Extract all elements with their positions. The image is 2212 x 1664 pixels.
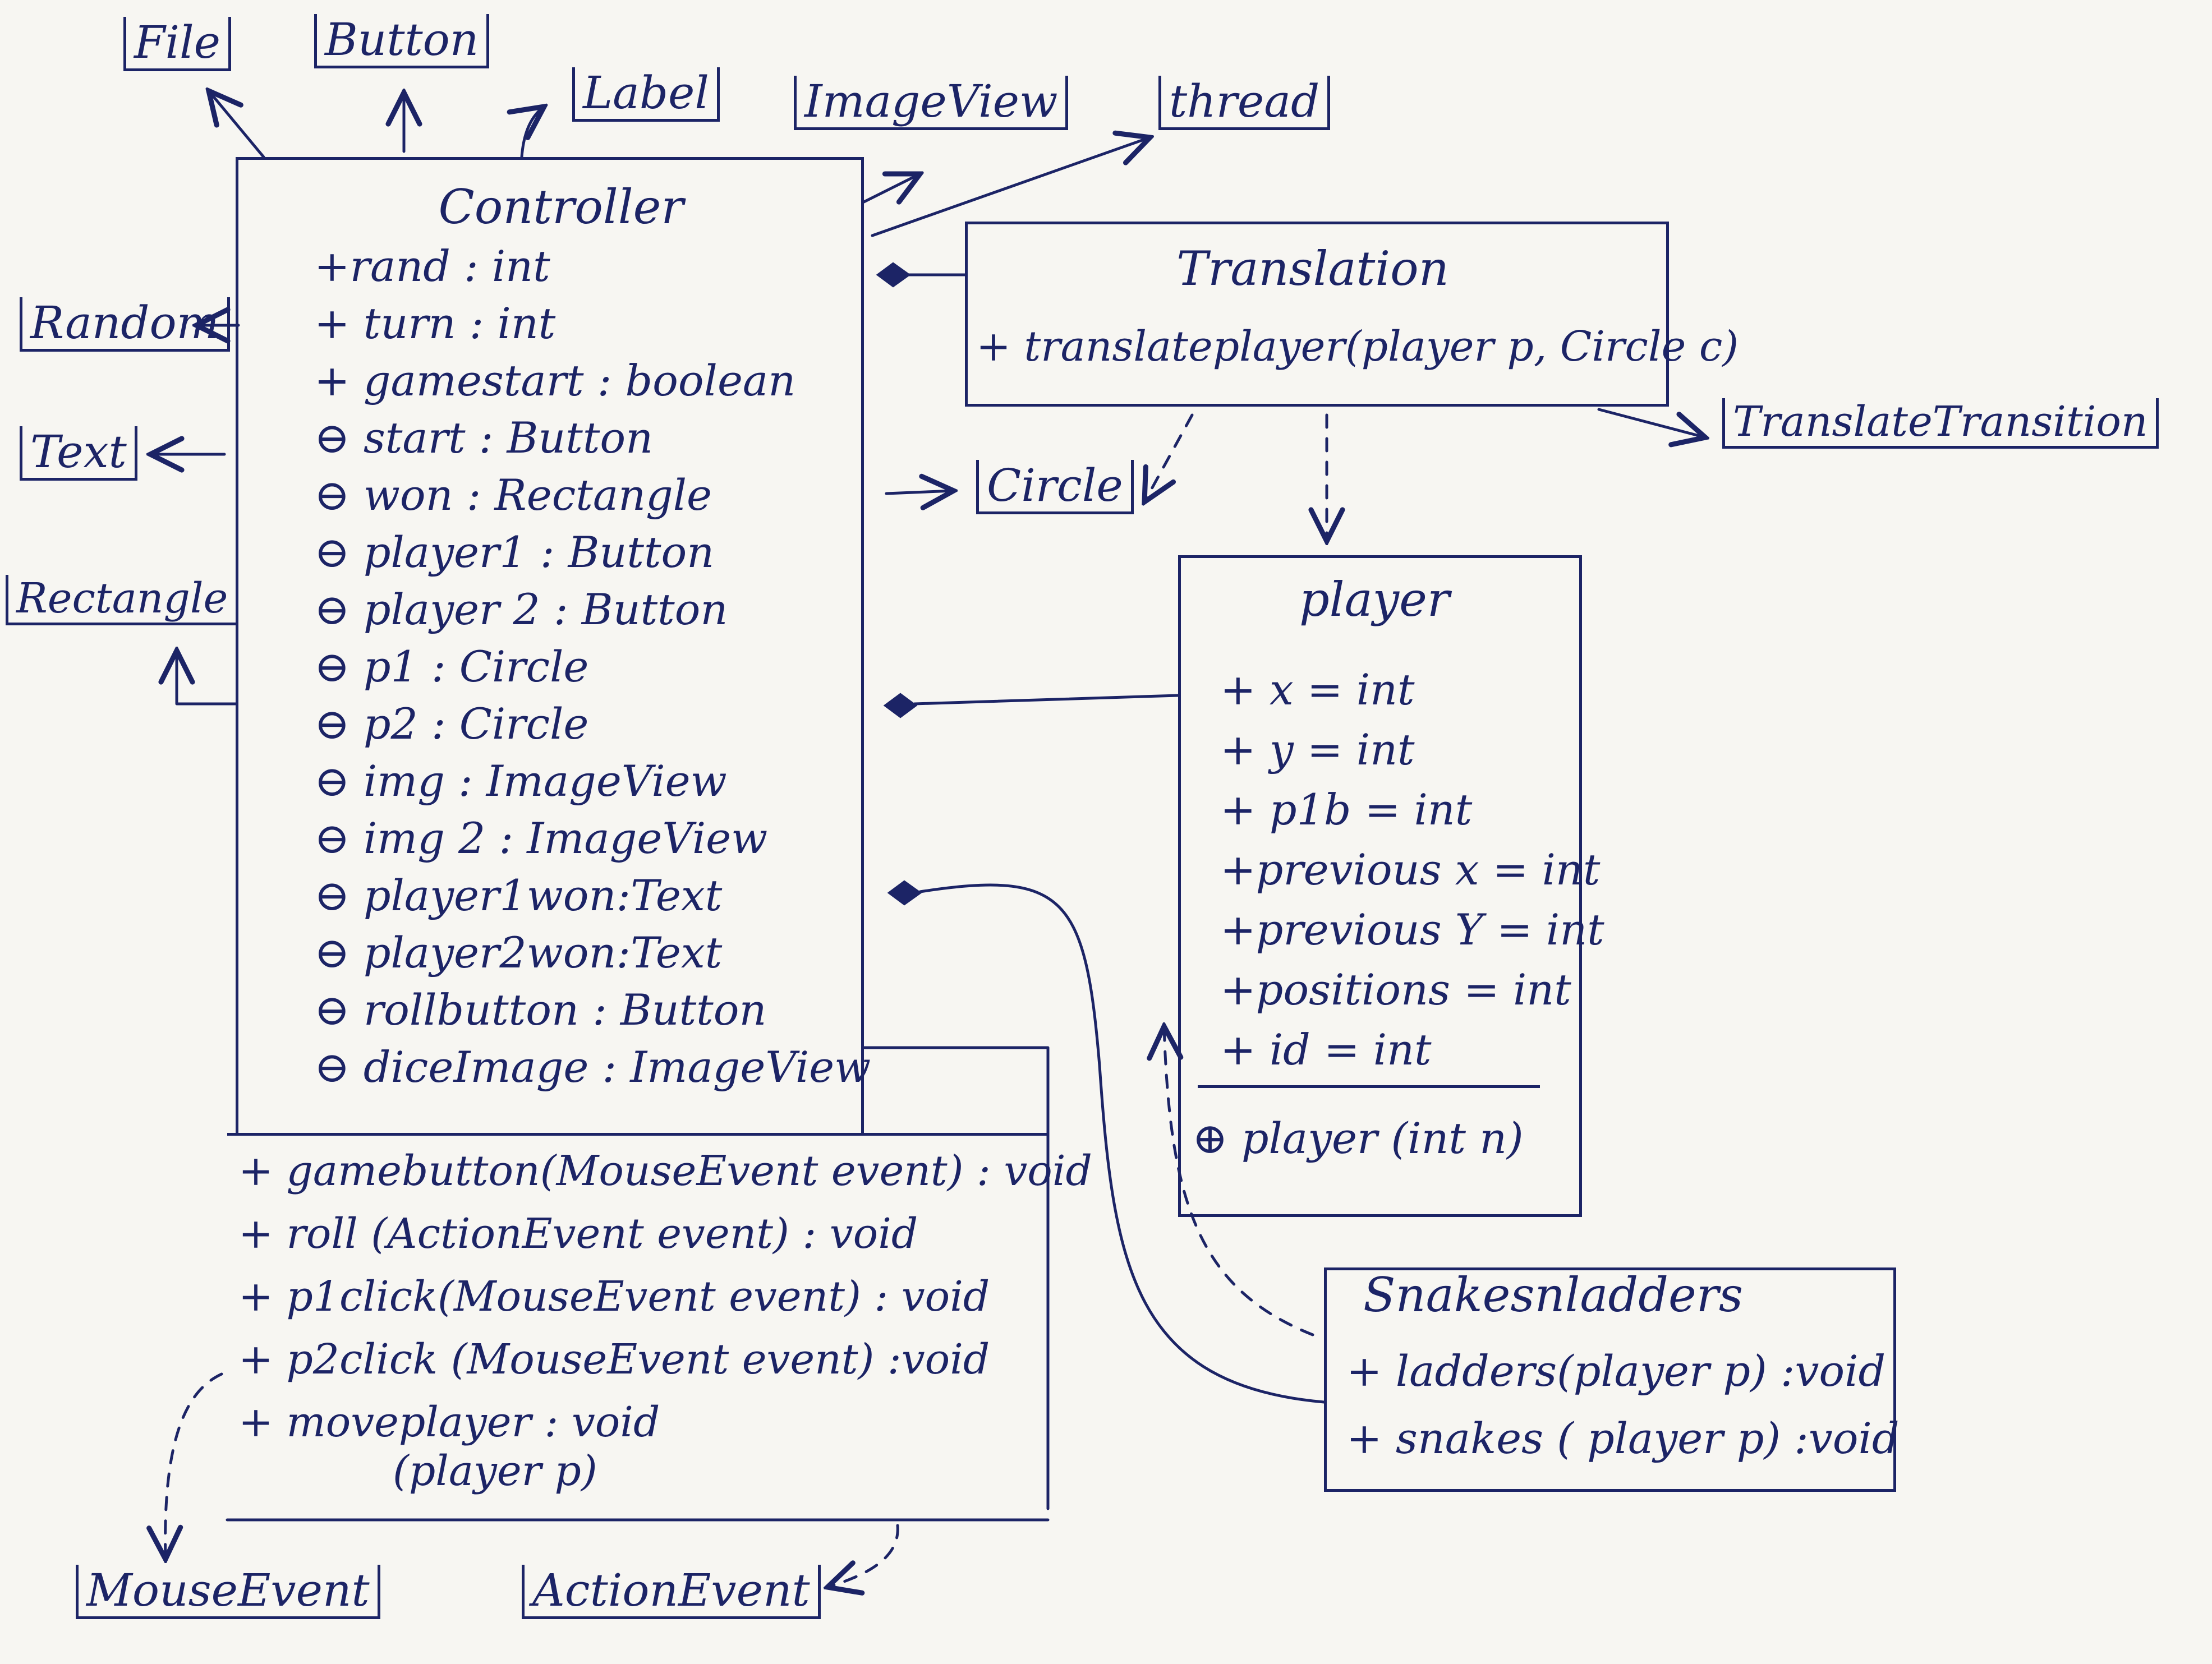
- lib-translate-transition: TranslateTransition: [1722, 398, 2159, 449]
- controller-title: Controller: [438, 179, 684, 234]
- lib-button: Button: [314, 14, 490, 68]
- lib-label: Label: [572, 67, 720, 122]
- controller-attribute-item: ⊖ player 2 : Button: [314, 584, 728, 634]
- agg-snakes-line: [918, 883, 1326, 1404]
- controller-attribute-item: ⊖ p1 : Circle: [314, 642, 589, 692]
- controller-attribute-item: ⊖ start : Button: [314, 413, 654, 463]
- lib-file: File: [123, 17, 232, 71]
- controller-method-item: + roll (ActionEvent event) : void: [238, 1210, 918, 1258]
- player-class: [1178, 555, 1582, 1217]
- controller-attribute-item: ⊖ player1 : Button: [314, 527, 715, 577]
- controller-attribute-item: ⊖ player1won:Text: [314, 870, 723, 920]
- snakesnladders-method-snakes: + snakes ( player p) :void: [1346, 1413, 1900, 1463]
- player-attribute-item: + y = int: [1220, 725, 1415, 775]
- lib-rectangle: Rectangle: [6, 574, 239, 626]
- controller-attribute-item: ⊖ img : ImageView: [314, 756, 727, 806]
- player-attribute-item: + id = int: [1220, 1025, 1432, 1075]
- translation-class: [965, 222, 1669, 407]
- translation-to-circle-dep: [1144, 413, 1194, 502]
- controller-attribute-item: +rand : int: [314, 241, 550, 291]
- controller-attribute-item: ⊖ rollbutton : Button: [314, 985, 767, 1035]
- snakesnladders-method-ladders: + ladders(player p) :void: [1346, 1346, 1886, 1396]
- controller-attribute-item: ⊖ player2won:Text: [314, 928, 723, 978]
- controller-method-item: + gamebutton(MouseEvent event) : void: [238, 1147, 1092, 1195]
- arrow-to-file: [209, 91, 265, 159]
- controller-method-item: + p2click (MouseEvent event) :void: [238, 1335, 990, 1384]
- controller-class: [236, 157, 864, 1133]
- controller-attribute-item: ⊖ p2 : Circle: [314, 699, 589, 749]
- player-attribute-item: +previous x = int: [1220, 845, 1601, 895]
- arrow-to-imageview: [862, 174, 920, 202]
- player-title: player: [1299, 572, 1450, 627]
- agg-snakes-diamond: [887, 880, 922, 906]
- controller-method-item: + moveplayer : void: [238, 1398, 660, 1446]
- controller-method-box-edge: [861, 1046, 1050, 1510]
- controller-separator: [227, 1133, 1048, 1136]
- lib-actionevent: ActionEvent: [522, 1565, 821, 1619]
- arrow-to-rectangle: [177, 651, 238, 706]
- lib-thread: thread: [1158, 76, 1331, 130]
- controller-to-mouseevent-dep: [165, 1372, 223, 1559]
- controller-attribute-item: ⊖ diceImage : ImageView: [314, 1042, 871, 1092]
- controller-to-actionevent-dep: [827, 1524, 899, 1587]
- player-separator: [1198, 1085, 1540, 1088]
- snakesnladders-title: Snakesnladders: [1363, 1267, 1744, 1322]
- translation-to-translatetransition: [1597, 408, 1705, 437]
- controller-attribute-item: ⊖ won : Rectangle: [314, 470, 712, 520]
- lib-imageview: ImageView: [794, 76, 1069, 130]
- controller-method-item: (player p): [393, 1447, 597, 1495]
- lib-mouseevent: MouseEvent: [76, 1565, 380, 1619]
- player-constructor: ⊕ player (int n): [1192, 1113, 1524, 1163]
- player-attribute-item: +positions = int: [1220, 965, 1571, 1015]
- controller-attribute-item: ⊖ img 2 : ImageView: [314, 813, 768, 863]
- agg-player-line: [913, 694, 1180, 706]
- player-attribute-item: + p1b = int: [1220, 785, 1473, 835]
- translation-title: Translation: [1176, 241, 1449, 296]
- snakesnladders-class: [1324, 1267, 1896, 1492]
- lib-random: Random: [20, 297, 230, 352]
- arrow-to-label: [522, 107, 544, 159]
- player-attribute-item: +previous Y = int: [1220, 905, 1604, 955]
- agg-translation-diamond: [876, 262, 911, 288]
- lib-circle: Circle: [976, 460, 1134, 514]
- controller-attribute-item: + turn : int: [314, 298, 556, 348]
- controller-method-item: + p1click(MouseEvent event) : void: [238, 1273, 990, 1321]
- agg-player-diamond: [883, 693, 918, 718]
- arrow-to-thread: [871, 137, 1150, 237]
- lib-text: Text: [20, 426, 137, 481]
- controller-attribute-item: + gamestart : boolean: [314, 356, 796, 405]
- snakes-to-player-dep: [1164, 1026, 1314, 1336]
- player-attribute-item: + x = int: [1220, 665, 1415, 715]
- arrow-to-circle: [885, 491, 954, 494]
- translation-method: + translateplayer(player p, Circle c): [976, 322, 1739, 371]
